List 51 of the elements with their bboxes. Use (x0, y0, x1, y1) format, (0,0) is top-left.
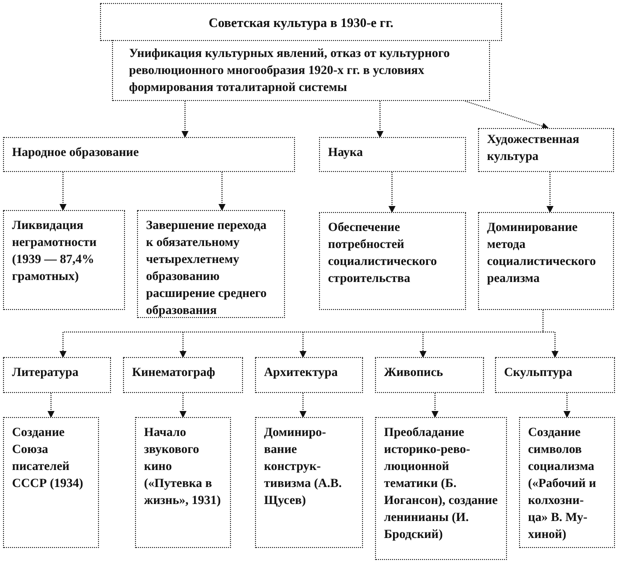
node-text: Создание символов социализма («Рабочий и колхозни- ца» В. Му- хиной) (528, 424, 598, 543)
node-text: Начало звукового кино («Путевка в жизнь», 1931) (144, 424, 222, 509)
arrow (300, 392, 306, 418)
node-text: Обеспечение потребностей социалистического строительства (328, 219, 438, 287)
text-box (135, 417, 231, 548)
text-box (3, 417, 99, 548)
node-text: Кинематограф (132, 364, 216, 381)
title-text: Советская культура в 1930-е гг. (208, 14, 394, 30)
node-text: Создание Союза писателей СССР (1934) (12, 424, 84, 492)
node-text: Художественная культура (487, 131, 580, 165)
node-text: Наука (328, 144, 364, 161)
text-box (319, 137, 466, 172)
arrow (564, 392, 570, 418)
text-box (478, 212, 614, 310)
node-text: Литература (12, 364, 80, 381)
arrow (376, 100, 384, 138)
arrow (218, 172, 226, 211)
node-text: Унификация культурных явлений, отказ от культурного революционного многообразия 1920-х гг. в условиях формирования тоталитарной системы (129, 45, 451, 96)
node-text: Живопись (384, 364, 444, 381)
node-text: Ликвидация неграмотности (1939 — 87,4% грамотных) (12, 217, 98, 285)
text-box (112, 40, 490, 101)
node-text: Народное образование (12, 144, 140, 161)
arrow (182, 100, 188, 138)
title-box (100, 3, 502, 41)
arrow (48, 392, 54, 418)
arrow (432, 392, 438, 418)
text-box (519, 417, 615, 548)
arrow (464, 100, 549, 130)
text-box (3, 357, 111, 393)
node-text: Скульптура (504, 364, 574, 381)
arrow (546, 172, 554, 213)
text-box (495, 357, 615, 393)
arrow (60, 172, 66, 211)
text-box (375, 417, 507, 560)
node-text: Доминиро- вание конструк- тивизма (А.В. Щусев) (264, 424, 343, 509)
arrow (542, 310, 558, 358)
text-box (478, 128, 614, 172)
arrow (180, 392, 186, 418)
text-box (255, 357, 363, 393)
text-box (255, 417, 363, 548)
text-box (123, 357, 243, 393)
arrow (388, 172, 396, 213)
text-box (375, 357, 484, 393)
node-text: Завершение перехода к обязательному четырехлетнему образованию расширение среднего образования (146, 217, 268, 319)
node-text: Архитектура (264, 364, 339, 381)
text-box (319, 212, 466, 310)
text-box (137, 210, 285, 318)
text-box (3, 137, 295, 172)
text-box (3, 210, 125, 310)
node-text: Доминирование метода социалистического реализма (487, 219, 597, 287)
node-text: Преобладание историко-рево- люционной тематики (Б. Иогансон), создание ленинианы (И. Бродский) (384, 424, 498, 543)
